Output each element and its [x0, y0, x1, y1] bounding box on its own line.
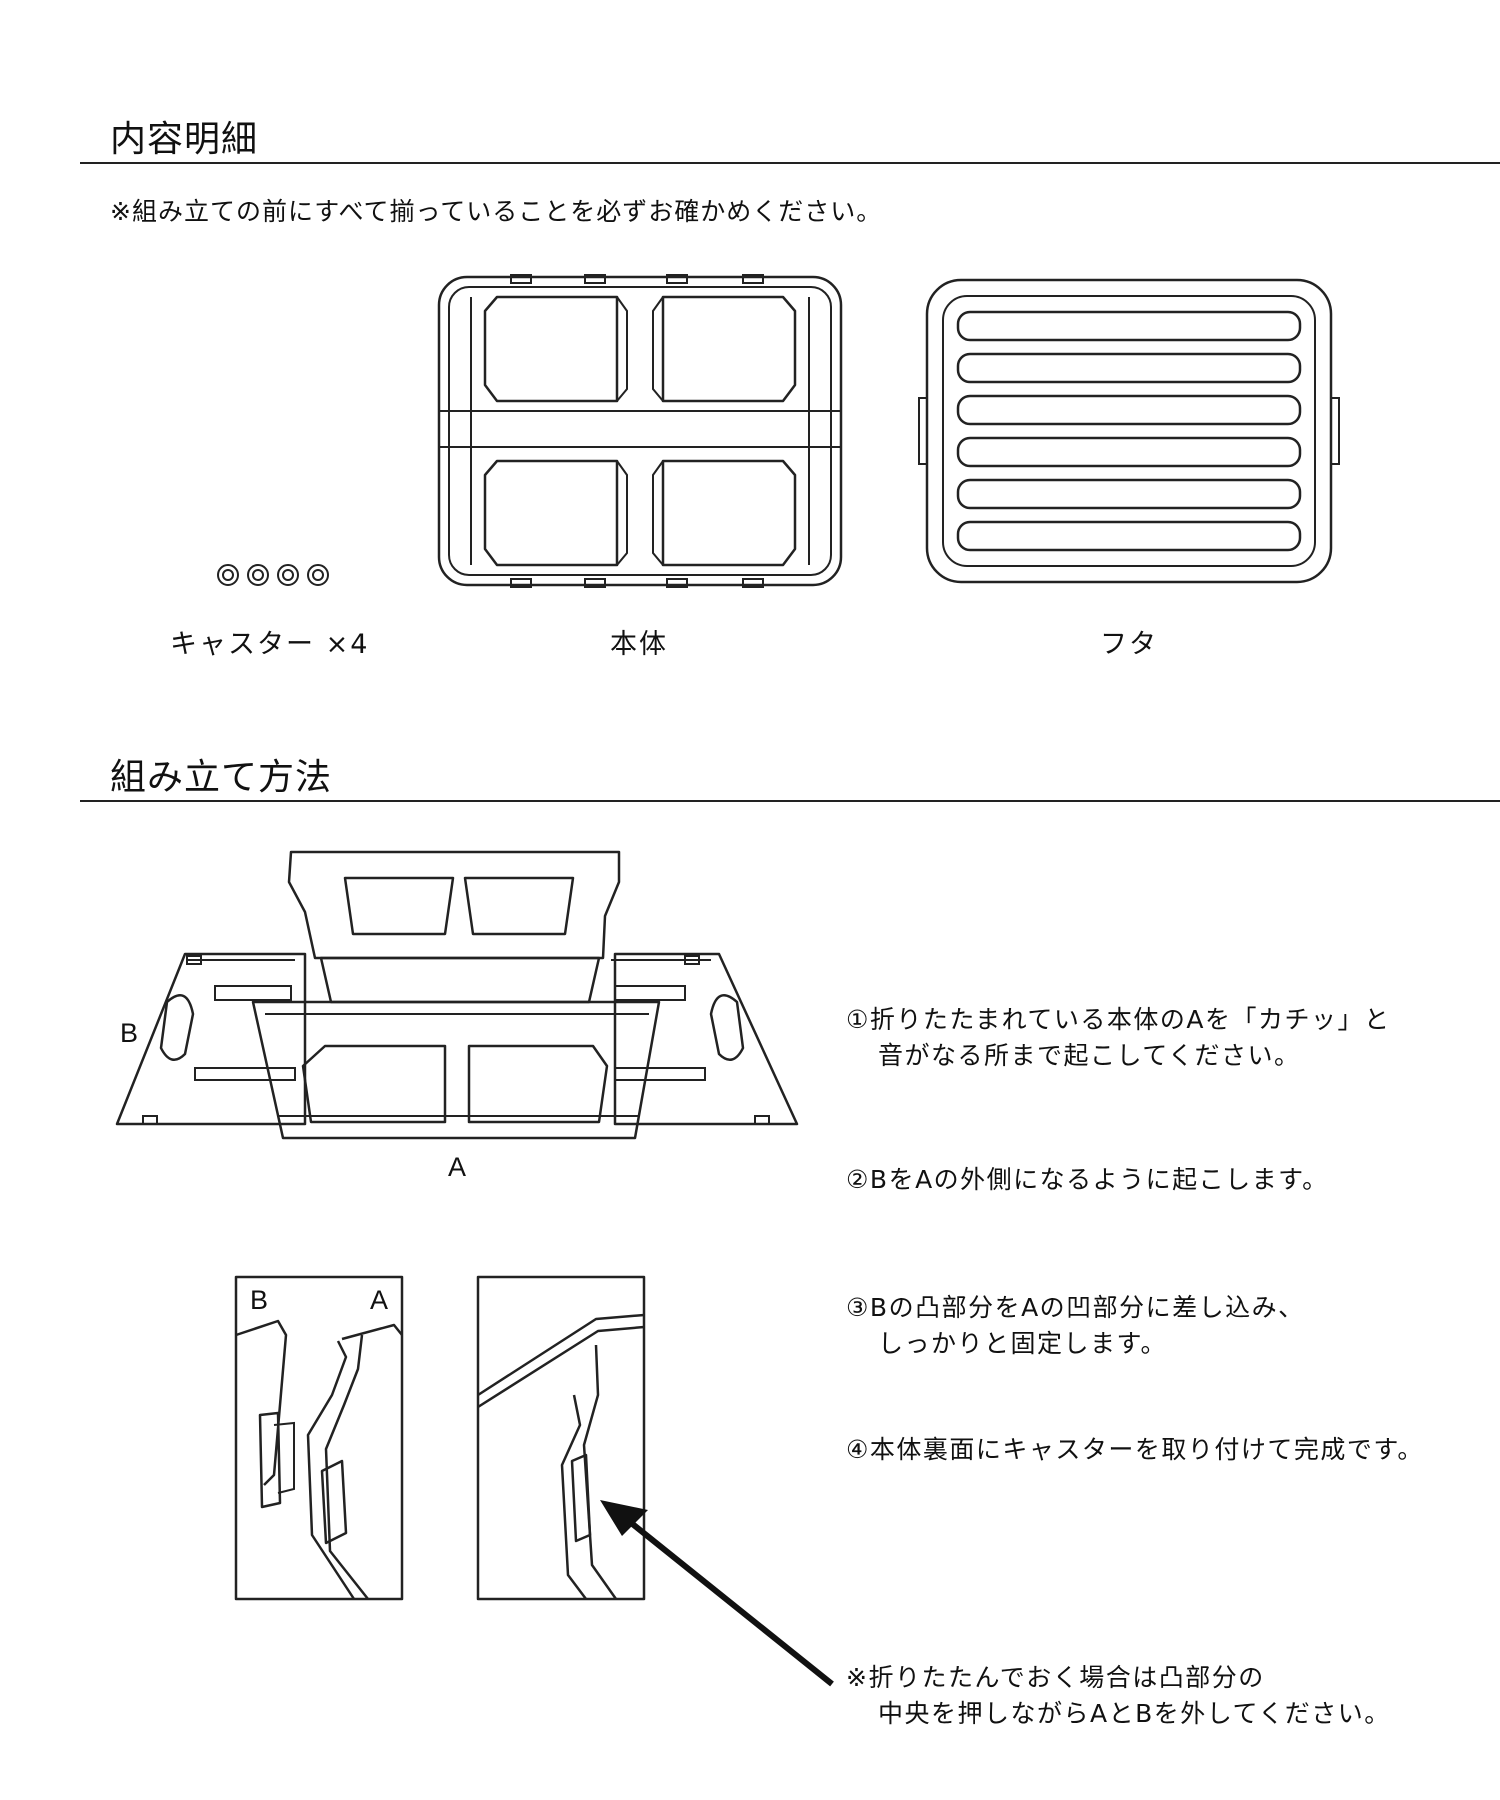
step-3-line1: ③Bの凸部分をAの凹部分に差し込み、	[846, 1293, 1305, 1322]
step-4: ④本体裏面にキャスターを取り付けて完成です。	[846, 1432, 1424, 1468]
step-1-line2: 音がなる所まで起こしてください。	[878, 1041, 1301, 1070]
step-4-line1: ④本体裏面にキャスターを取り付けて完成です。	[846, 1435, 1424, 1464]
assembly-title: 組み立て方法	[110, 757, 333, 798]
step-3-line2: しっかりと固定します。	[878, 1329, 1168, 1358]
fold-note-line1: ※折りたたんでおく場合は凸部分の	[846, 1663, 1265, 1692]
step-2: ②BをAの外側になるように起こします。	[846, 1162, 1329, 1198]
step-3: ③Bの凸部分をAの凹部分に差し込み、 しっかりと固定します。	[846, 1290, 1305, 1362]
assembly-rule	[80, 800, 1500, 802]
detail-box-right	[476, 1275, 646, 1601]
contents-rule	[80, 162, 1500, 164]
detail-label-a: A	[370, 1285, 389, 1315]
contents-note: ※組み立ての前にすべて揃っていることを必ずお確かめください。	[110, 197, 883, 226]
step-1: ①折りたたまれている本体のAを「カチッ」と 音がなる所まで起こしてください。	[846, 1002, 1391, 1074]
lid-label: フタ	[1100, 629, 1158, 660]
lid-icon	[918, 278, 1340, 584]
caster-label: キャスター ×4	[170, 629, 370, 660]
body-label: 本体	[610, 629, 668, 660]
caster-icon	[217, 564, 329, 586]
detail-box-left	[234, 1275, 404, 1601]
fold-note: ※折りたたんでおく場合は凸部分の 中央を押しながらAとBを外してください。	[846, 1660, 1391, 1732]
detail-label-b: B	[250, 1285, 269, 1315]
body-box-icon	[437, 274, 843, 588]
label-a: A	[448, 1152, 467, 1182]
step-2-line1: ②BをAの外側になるように起こします。	[846, 1165, 1329, 1194]
label-b: B	[120, 1018, 139, 1048]
step-1-line1: ①折りたたまれている本体のAを「カチッ」と	[846, 1005, 1391, 1034]
release-arrow-icon	[600, 1500, 834, 1687]
unfolded-body-diagram	[115, 850, 799, 1140]
fold-note-line2: 中央を押しながらAとBを外してください。	[878, 1699, 1391, 1728]
contents-title: 内容明細	[110, 119, 259, 160]
